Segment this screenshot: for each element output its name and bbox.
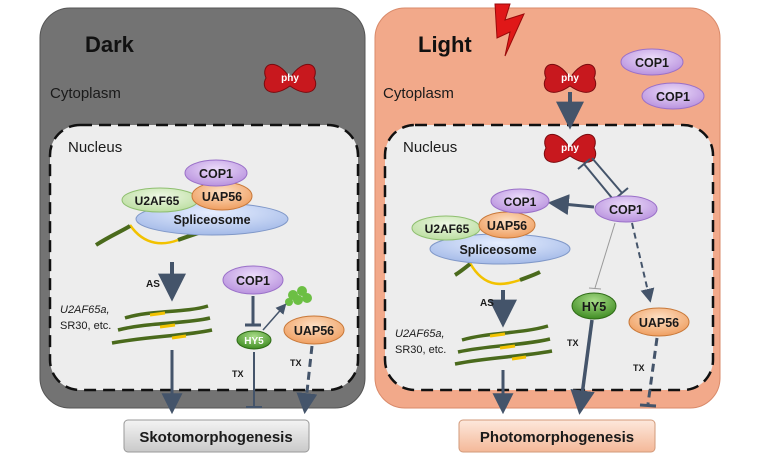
phy-cyto-label: phy [561, 73, 579, 84]
hy5-protein [236, 330, 272, 350]
cop1-cyto-a-label: COP1 [635, 56, 669, 70]
skotomorphogenesis-box: Skotomorphogenesis [123, 419, 310, 453]
dark-cytoplasm-label: Cytoplasm [50, 85, 121, 102]
cop1-nucleus [594, 195, 658, 223]
light-panel: Light Cytoplasm phy COP1 COP1 Nucleus ph… [374, 3, 721, 415]
u2af65-label: U2AF65 [135, 194, 180, 208]
cop1-cyto-b-label: COP1 [656, 90, 690, 104]
light-bolt-icon [494, 3, 525, 57]
light-transcripts [454, 324, 553, 366]
tx-label-1: TX [232, 369, 244, 379]
hy5-label: HY5 [244, 336, 264, 347]
cop1-cyto-a [620, 48, 684, 76]
gene-label-line2: SR30, etc. [60, 320, 111, 332]
light-spliceosome-complex: Spliceosome U2AF65 UAP56 COP1 [411, 188, 571, 286]
dark-nucleus [48, 123, 360, 392]
light-cytoplasm-label: Cytoplasm [383, 85, 454, 102]
dark-transcripts [111, 304, 213, 345]
dark-title: Dark [85, 32, 135, 57]
uap56-light-side [628, 307, 690, 337]
cop1-nucleus-label: COP1 [609, 203, 643, 217]
phy-label: phy [281, 73, 299, 84]
hy5-tx-arrow [570, 319, 595, 415]
gene-label-light-line1: U2AF65a, [395, 328, 445, 340]
gene-label-line1: U2AF65a, [60, 304, 110, 316]
uap56-light-label: UAP56 [487, 219, 527, 233]
cop1-label: COP1 [199, 167, 233, 181]
uap56-label: UAP56 [202, 190, 242, 204]
tx-light-2: TX [633, 363, 645, 373]
cop1-cyto-b [641, 82, 705, 110]
degradation-fragments-icon [285, 286, 312, 306]
cop1-to-spliceosome-arrow [547, 194, 595, 216]
photomorphogenesis-box: Photomorphogenesis [458, 419, 656, 453]
as-label-light: AS [480, 298, 494, 309]
photomorphogenesis-label: Photomorphogenesis [480, 429, 634, 446]
cop1-protein-side [222, 265, 284, 295]
light-title: Light [418, 32, 472, 57]
uap56-light-side-label: UAP56 [639, 316, 679, 330]
spliceosome-label: Spliceosome [173, 213, 250, 227]
as-label: AS [146, 279, 160, 290]
cop1-light-splice [490, 188, 550, 214]
uap56-side-label: UAP56 [294, 324, 334, 338]
dark-nucleus-label: Nucleus [68, 139, 122, 156]
skotomorphogenesis-label: Skotomorphogenesis [139, 429, 292, 446]
dark-panel: Dark Cytoplasm phy Nucleus Spliceosome U… [39, 7, 366, 415]
hy5-light-label: HY5 [582, 300, 606, 314]
phy-icon [263, 64, 317, 93]
cop1-side-label: COP1 [236, 274, 270, 288]
cop1-protein [184, 159, 248, 187]
tx-light-1: TX [567, 338, 579, 348]
hy5-degradation-arrow [262, 303, 287, 331]
phy-nuc-label: phy [561, 143, 579, 154]
hy5-light [571, 292, 617, 320]
light-nucleus-label: Nucleus [403, 139, 457, 156]
cop1-light-splice-label: COP1 [504, 195, 537, 209]
uap56-protein-side [283, 315, 345, 345]
uap56-tx-inhibit [646, 337, 659, 405]
gene-label-light-line2: SR30, etc. [395, 344, 446, 356]
tx-label-2: TX [290, 358, 302, 368]
phy-icon-cytoplasm [543, 64, 597, 93]
phy-icon-nucleus [543, 134, 597, 163]
spliceosome-light-label: Spliceosome [459, 243, 536, 257]
dark-spliceosome-complex: Spliceosome U2AF65 UAP56 COP1 [94, 159, 289, 247]
cop1-hy5-weak-inhibit [594, 222, 616, 289]
cop1-uap56-arrow [631, 222, 655, 303]
uap56-tx-arrow [296, 345, 318, 415]
u2af65-light-label: U2AF65 [425, 222, 470, 236]
